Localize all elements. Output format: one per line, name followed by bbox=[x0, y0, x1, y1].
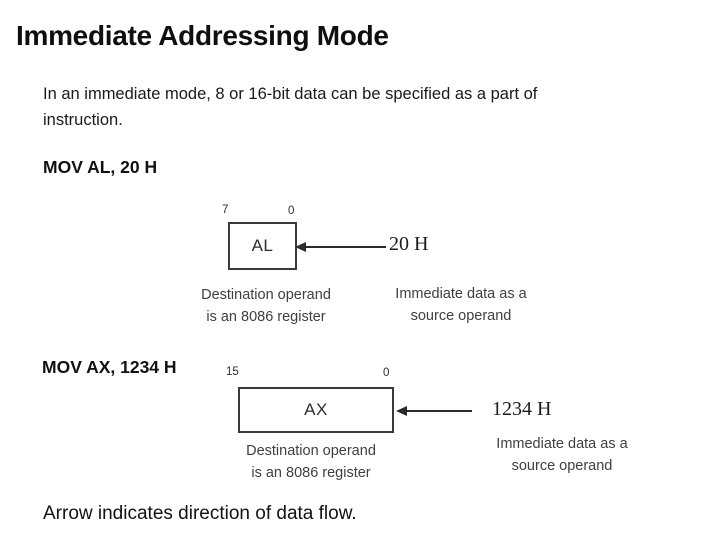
left-arrowhead-icon bbox=[295, 242, 306, 252]
instruction-mov-ax: MOV AX, 1234 H bbox=[42, 357, 177, 377]
register-box-al: AL bbox=[228, 222, 297, 270]
data-flow-arrow-icon bbox=[406, 410, 472, 412]
immediate-value-al: 20 H bbox=[389, 233, 429, 255]
caption-line: source operand bbox=[410, 308, 512, 324]
bit-label-low-ax: 0 bbox=[383, 367, 390, 379]
register-label-al: AL bbox=[251, 236, 274, 255]
caption-line: source operand bbox=[511, 458, 613, 474]
bit-label-high-al: 7 bbox=[222, 204, 229, 216]
destination-caption-ax: Destination operand is an 8086 register bbox=[231, 440, 391, 484]
intro-paragraph: In an immediate mode, 8 or 16-bit data c… bbox=[43, 85, 538, 129]
page-title: Immediate Addressing Mode bbox=[16, 20, 389, 51]
left-arrowhead-icon bbox=[396, 406, 407, 416]
instruction-mov-al: MOV AL, 20 H bbox=[43, 157, 158, 177]
caption-line: Immediate data as a bbox=[395, 286, 527, 302]
data-flow-arrow-icon bbox=[305, 246, 386, 248]
footer-note: Arrow indicates direction of data flow. bbox=[43, 503, 357, 524]
bit-label-low-al: 0 bbox=[288, 205, 295, 217]
register-label-ax: AX bbox=[304, 400, 328, 419]
caption-line: is an 8086 register bbox=[206, 309, 326, 325]
source-caption-ax: Immediate data as a source operand bbox=[482, 433, 642, 477]
caption-line: Destination operand bbox=[246, 443, 376, 459]
caption-line: is an 8086 register bbox=[251, 465, 371, 481]
immediate-value-ax: 1234 H bbox=[492, 398, 552, 420]
caption-line: Immediate data as a bbox=[496, 436, 628, 452]
register-box-ax: AX bbox=[238, 387, 394, 433]
caption-line: Destination operand bbox=[201, 287, 331, 303]
destination-caption-al: Destination operand is an 8086 register bbox=[186, 284, 346, 328]
source-caption-al: Immediate data as a source operand bbox=[381, 283, 541, 327]
bit-label-high-ax: 15 bbox=[226, 366, 239, 378]
